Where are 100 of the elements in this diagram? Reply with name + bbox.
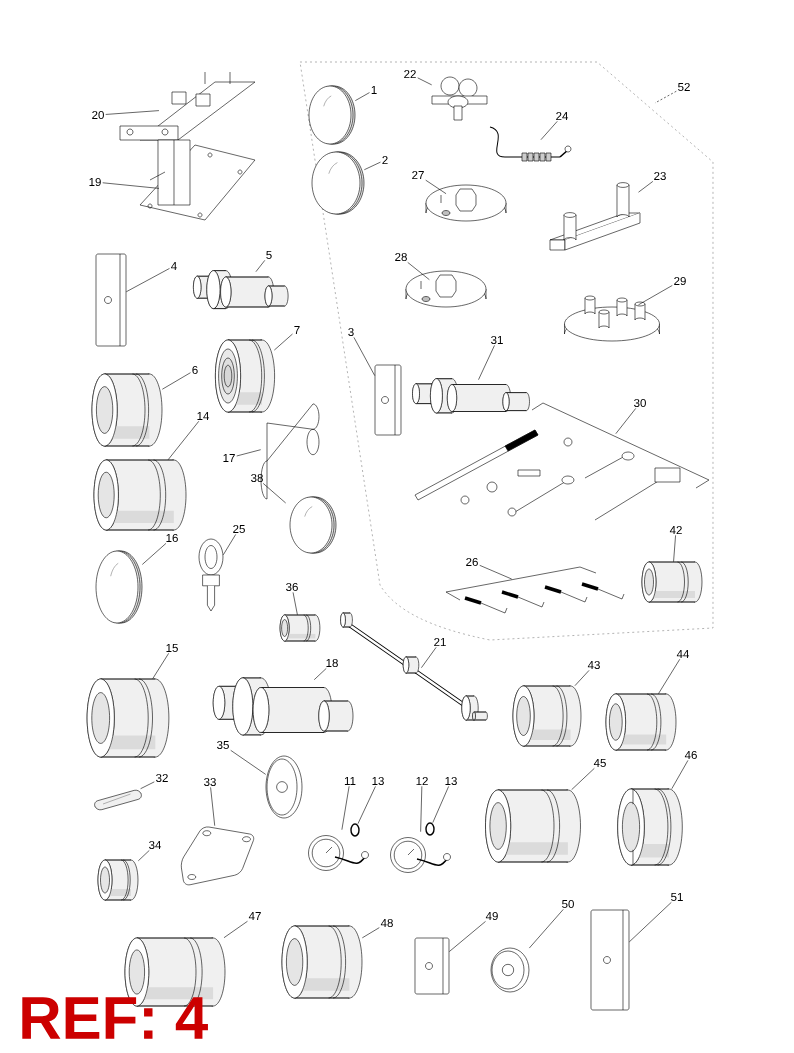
callout-number: 20 xyxy=(92,110,104,120)
callout-number: 46 xyxy=(684,750,697,760)
leader-line xyxy=(479,565,512,580)
callout-number: 48 xyxy=(380,918,393,928)
cylinder-drawing xyxy=(97,859,139,901)
block-drawing xyxy=(414,937,450,995)
callout-number: 26 xyxy=(466,557,478,567)
split-ring-drawing xyxy=(617,788,683,866)
leader-line xyxy=(420,786,423,832)
pin-drawing xyxy=(94,789,142,811)
leader-line xyxy=(362,927,380,939)
wheel-drawing xyxy=(215,339,275,413)
plate-drawing xyxy=(181,826,254,886)
o-ring-drawing xyxy=(350,823,360,837)
shaft-drawing xyxy=(212,677,354,736)
leader-line xyxy=(407,262,430,280)
leader-line xyxy=(140,781,155,789)
disc-drawing xyxy=(311,151,365,215)
leader-line xyxy=(671,760,689,789)
leader-line xyxy=(126,268,170,293)
pick-set-drawing xyxy=(445,566,625,614)
callout-number: 18 xyxy=(326,658,338,668)
leader-line xyxy=(274,333,293,351)
callout-number: 47 xyxy=(248,912,261,920)
leader-line xyxy=(571,768,595,790)
leader-line xyxy=(313,668,327,680)
callout-number: 1 xyxy=(371,86,377,94)
leader-line xyxy=(255,260,266,272)
leader-line xyxy=(210,787,215,826)
disc-drawing xyxy=(308,85,356,145)
callout-number: 43 xyxy=(587,660,600,670)
callout-number: 35 xyxy=(217,740,229,750)
callout-number: 16 xyxy=(166,533,178,543)
cylinder-drawing xyxy=(605,693,677,751)
reference-label: REF: 4 xyxy=(22,997,208,1039)
leader-line xyxy=(152,653,169,679)
cylinder-drawing xyxy=(485,789,581,863)
callout-number: 49 xyxy=(485,911,498,921)
cylinder-drawing xyxy=(279,614,321,642)
leader-line xyxy=(341,785,350,830)
callout-number: 7 xyxy=(294,326,300,334)
cylinder-drawing xyxy=(641,561,703,603)
callout-number: 33 xyxy=(204,777,216,787)
callout-number: 13 xyxy=(372,776,384,786)
callout-number: 24 xyxy=(556,112,569,120)
leader-line xyxy=(167,420,200,460)
leader-line xyxy=(292,592,298,615)
leader-line xyxy=(529,909,564,949)
callout-number: 52 xyxy=(678,82,690,92)
leader-line xyxy=(138,850,150,862)
callout-number: 28 xyxy=(395,252,407,262)
ring-drawing xyxy=(265,755,303,819)
pin-bar-drawing xyxy=(549,182,641,251)
callout-number: 13 xyxy=(445,776,457,786)
callout-number: 32 xyxy=(156,773,168,783)
leader-line xyxy=(615,408,637,434)
o-ring-drawing xyxy=(425,822,435,836)
callout-number: 44 xyxy=(676,650,690,658)
callout-number: 2 xyxy=(382,156,388,164)
callout-number: 4 xyxy=(171,262,177,270)
callout-number: 25 xyxy=(233,524,245,534)
cylinder-drawing xyxy=(93,459,187,531)
stand-drawing xyxy=(139,139,256,221)
leader-line xyxy=(478,345,495,380)
bracket-drawing xyxy=(119,71,256,141)
leader-line xyxy=(629,902,672,943)
leader-line xyxy=(223,534,237,556)
callout-number: 11 xyxy=(344,777,356,785)
pin-plate-drawing xyxy=(564,295,660,342)
leader-line xyxy=(223,920,248,938)
cylinder-drawing xyxy=(91,373,163,447)
leader-line xyxy=(142,543,167,565)
shaft-drawing xyxy=(193,270,289,309)
leader-line xyxy=(432,786,449,823)
hub-drawing xyxy=(425,184,507,222)
shaft-drawing xyxy=(412,378,530,414)
callout-number: 19 xyxy=(89,177,101,187)
callout-number: 6 xyxy=(192,365,198,375)
cylinder-drawing xyxy=(281,925,363,999)
callout-number: 14 xyxy=(197,412,210,420)
callout-number: 51 xyxy=(671,893,683,901)
leader-line xyxy=(638,181,654,193)
hose-drawing xyxy=(489,126,572,162)
regulator-drawing xyxy=(431,76,488,121)
leader-line xyxy=(357,786,376,824)
callout-number: 34 xyxy=(149,840,162,850)
callout-number: 45 xyxy=(593,759,606,767)
block-drawing xyxy=(590,909,630,1011)
callout-number: 22 xyxy=(404,70,416,78)
disc-drawing xyxy=(95,550,143,624)
hub-drawing xyxy=(405,270,487,308)
leader-line xyxy=(654,90,677,104)
leader-line xyxy=(230,750,266,775)
disc-drawing xyxy=(289,496,337,554)
callout-number: 29 xyxy=(674,276,686,286)
callout-number: 38 xyxy=(251,473,263,483)
callout-number: 50 xyxy=(562,899,574,909)
leader-line xyxy=(262,483,286,504)
gauge-drawing xyxy=(390,837,451,873)
leader-line xyxy=(364,161,381,171)
